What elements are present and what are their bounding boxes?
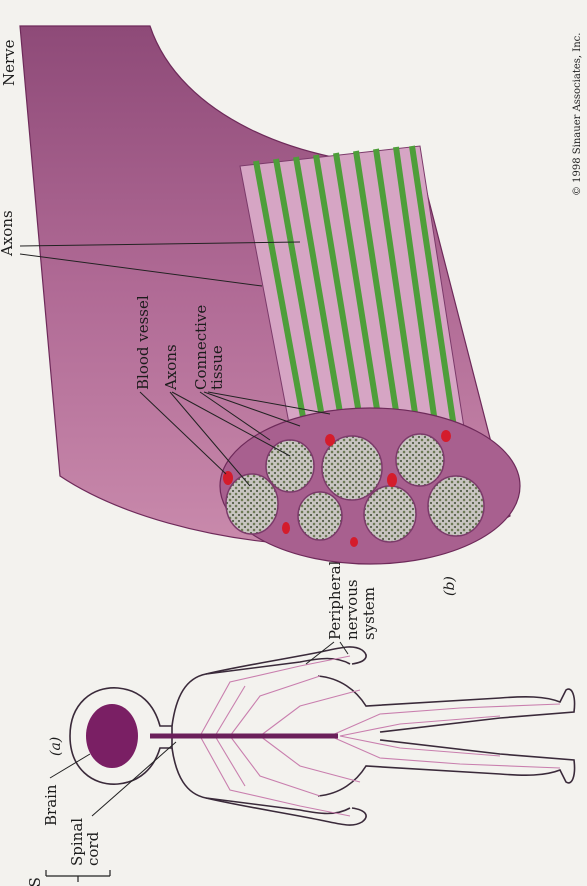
- pns-label-line1: Peripheral: [326, 560, 344, 640]
- nerve-label: Nerve: [0, 39, 18, 86]
- panel-a: Brain Spinal cord CNS Peripheral nervous…: [26, 560, 575, 886]
- panel-b: Nerve Axons Blood vessel Axons Connectiv…: [0, 26, 520, 596]
- brain-label: Brain: [42, 784, 60, 826]
- cns-label: CNS: [26, 877, 44, 886]
- brain: [86, 704, 138, 768]
- pns-label-line2: nervous: [343, 579, 361, 640]
- panel-b-label: (b): [442, 576, 458, 596]
- brain-leader: [50, 754, 90, 778]
- copyright-text: © 1998 Sinauer Associates, Inc.: [572, 33, 583, 196]
- pns-leader-1: [306, 642, 334, 664]
- pns-label-line3: system: [360, 587, 378, 640]
- panel-a-label: (a): [48, 737, 64, 756]
- spinal-label-line2: cord: [84, 831, 102, 866]
- blood-vessel-label: Blood vessel: [134, 295, 152, 390]
- cns-bracket: [46, 870, 110, 882]
- axons-cross-label: Axons: [162, 344, 180, 391]
- nerve-cross-section: [220, 408, 520, 564]
- connective-label-line2: tissue: [208, 345, 226, 390]
- axons-long-label: Axons: [0, 210, 16, 257]
